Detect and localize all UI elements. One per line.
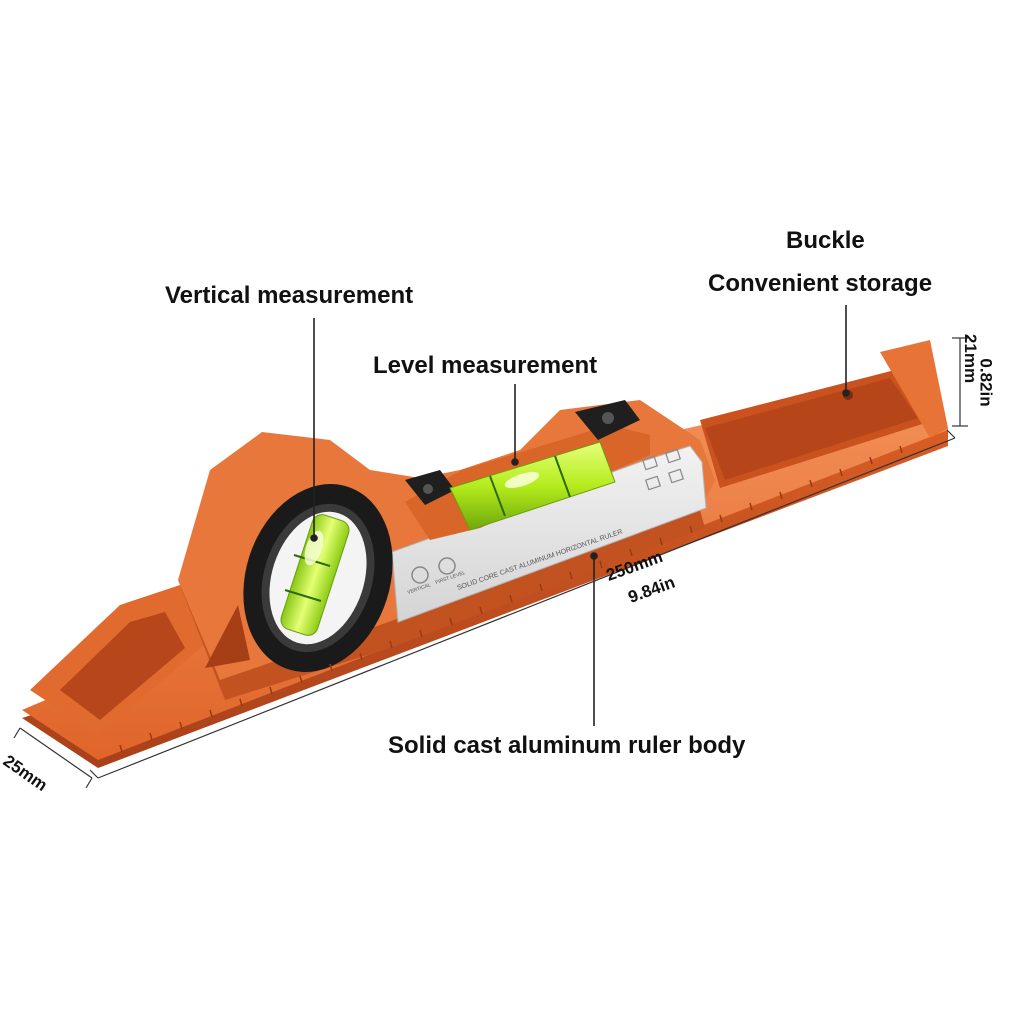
dimension-line-length: [97, 437, 956, 779]
horizontal-vial: [449, 441, 616, 531]
callout-ruler-body: Solid cast aluminum ruler body: [388, 732, 746, 759]
callout-convenient-storage: Convenient storage: [708, 270, 933, 297]
dimension-line-width: [19, 727, 93, 779]
horizontal-bubble: [504, 472, 540, 488]
info-plate: [391, 445, 707, 623]
scale-ticks: [119, 445, 903, 753]
dimension-height-in: 0.82in: [976, 358, 996, 407]
callout-buckle: Buckle: [786, 227, 865, 254]
callout-vertical-measurement: Vertical measurement: [165, 282, 414, 309]
vertical-vial: [280, 514, 350, 636]
vertical-vial-frame: [243, 484, 393, 672]
callout-level-measurement: Level measurement: [373, 352, 598, 379]
